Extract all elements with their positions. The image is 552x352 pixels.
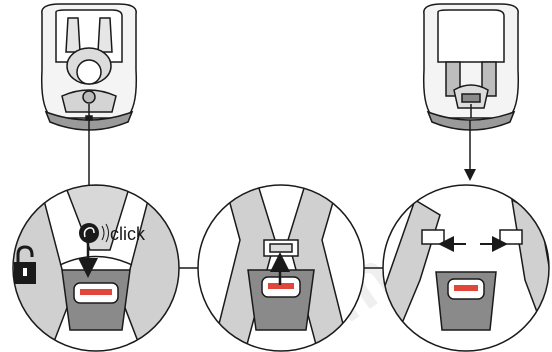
click-label: click xyxy=(110,224,146,244)
child-seat-left xyxy=(40,3,138,131)
child-seat-right xyxy=(422,3,520,131)
detail-circle-1 xyxy=(12,184,180,352)
detail-circle-2 xyxy=(197,184,365,352)
unlock-icon xyxy=(14,245,36,284)
click-sound-icon xyxy=(79,223,109,243)
detail-circle-3 xyxy=(382,184,550,352)
